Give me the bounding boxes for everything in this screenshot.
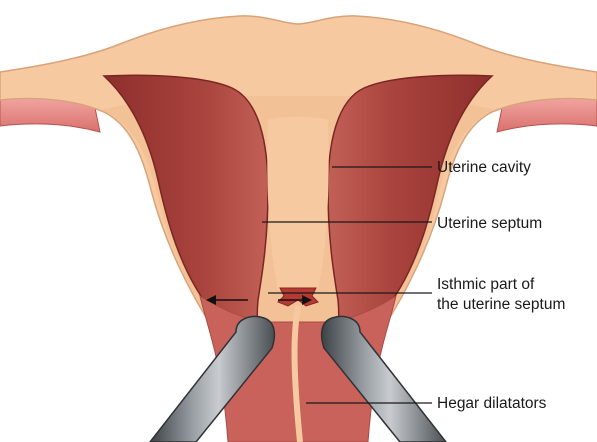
- label-uterine-cavity: Uterine cavity: [437, 158, 531, 177]
- label-hegar-dilatators: Hegar dilatators: [437, 394, 546, 413]
- label-uterine-septum: Uterine septum: [437, 214, 542, 233]
- label-isthmic-line1: Isthmic part of: [437, 275, 534, 294]
- label-isthmic-line2: the uterine septum: [437, 295, 565, 314]
- septum: [267, 117, 328, 290]
